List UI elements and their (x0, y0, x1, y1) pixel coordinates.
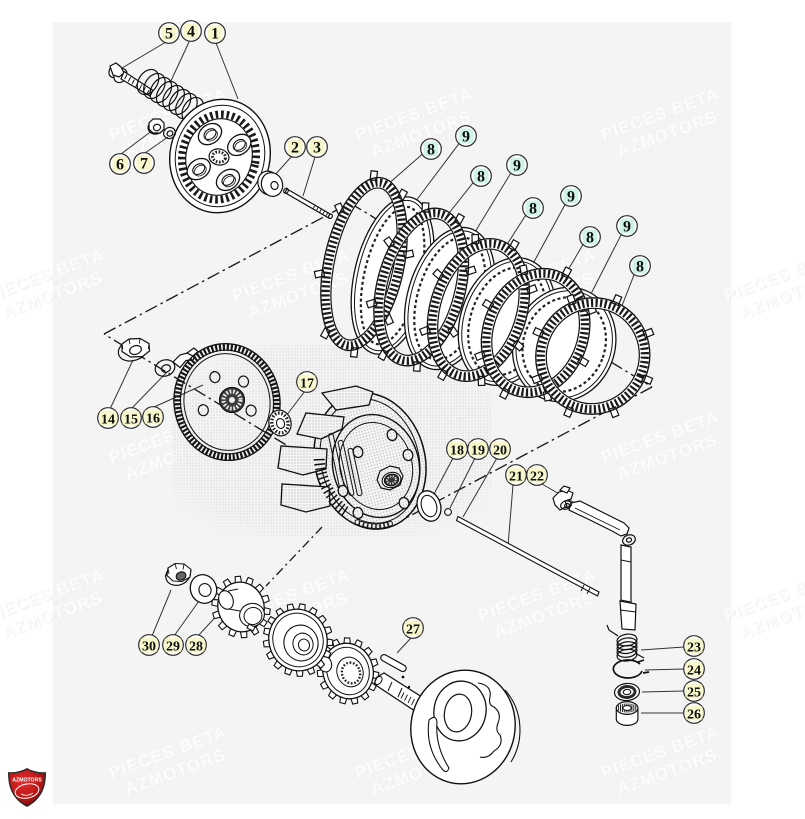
svg-text:23: 23 (687, 640, 701, 655)
svg-text:2: 2 (291, 139, 299, 156)
svg-text:8: 8 (477, 168, 485, 185)
svg-text:8: 8 (586, 229, 594, 246)
svg-text:3: 3 (313, 139, 321, 156)
svg-text:30: 30 (142, 639, 156, 654)
svg-text:19: 19 (471, 443, 485, 458)
svg-text:7: 7 (140, 155, 148, 172)
svg-text:21: 21 (509, 469, 523, 484)
svg-text:22: 22 (530, 469, 544, 484)
svg-text:16: 16 (146, 411, 160, 426)
svg-text:27: 27 (406, 622, 420, 637)
svg-text:4: 4 (187, 23, 195, 40)
svg-text:8: 8 (529, 200, 537, 217)
svg-text:14: 14 (101, 412, 115, 427)
svg-text:AZMOTORS: AZMOTORS (12, 778, 42, 784)
svg-text:26: 26 (687, 707, 701, 722)
svg-text:9: 9 (462, 128, 470, 145)
svg-text:5: 5 (165, 25, 173, 42)
svg-text:20: 20 (493, 443, 507, 458)
svg-text:24: 24 (687, 663, 701, 678)
svg-text:28: 28 (189, 639, 203, 654)
svg-text:9: 9 (567, 188, 575, 205)
svg-text:8: 8 (427, 141, 435, 158)
svg-text:8: 8 (636, 258, 644, 275)
svg-text:29: 29 (166, 639, 180, 654)
svg-text:9: 9 (513, 157, 521, 174)
svg-text:25: 25 (687, 685, 701, 700)
svg-text:17: 17 (300, 376, 314, 391)
svg-text:1: 1 (211, 25, 219, 42)
svg-text:18: 18 (450, 443, 464, 458)
svg-text:15: 15 (124, 412, 138, 427)
svg-text:6: 6 (116, 156, 124, 173)
svg-text:9: 9 (623, 218, 631, 235)
